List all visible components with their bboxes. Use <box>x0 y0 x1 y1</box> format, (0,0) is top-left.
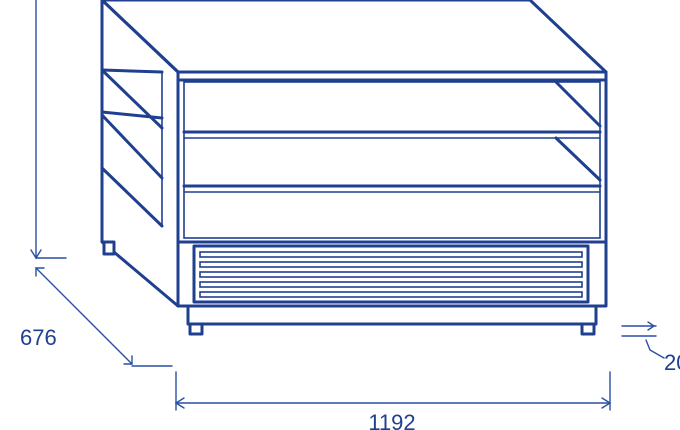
depth-dimension-label: 676 <box>20 325 57 350</box>
depth-arrow-start-icon <box>35 267 45 277</box>
width-arrow-right-icon <box>601 397 612 409</box>
grille-slat <box>199 251 583 258</box>
grille-slat <box>199 261 583 268</box>
foot-rear-left <box>102 240 116 256</box>
foot-leader-line <box>645 339 665 359</box>
side-shelf-1-top <box>100 110 164 120</box>
cabinet <box>100 0 608 336</box>
grille-slat <box>199 291 583 298</box>
foot-dimension-label: 20 <box>664 350 680 375</box>
side-shelf-top-edge <box>100 68 164 74</box>
ventilation-grille <box>192 244 590 304</box>
side-shelf-3 <box>100 166 164 228</box>
depth-arrow-end-icon <box>123 355 133 365</box>
cabinet-top-cover <box>100 0 608 74</box>
shelf-1-back-diagonal <box>554 80 602 128</box>
cabinet-plinth <box>186 304 598 326</box>
side-shelf-2 <box>100 113 164 180</box>
foot-arrow-icon <box>647 321 656 331</box>
shelf-2-back-diagonal <box>554 136 602 182</box>
display-glass-area <box>183 81 601 239</box>
display-front-frame <box>176 70 608 244</box>
width-dimension-label: 1192 <box>368 410 415 430</box>
depth-dimension-line <box>35 267 133 365</box>
foot-front-left <box>188 322 204 336</box>
width-arrow-left-icon <box>174 397 185 409</box>
dimension-lines <box>30 0 665 411</box>
foot-front-right <box>580 322 596 336</box>
side-shelf-1 <box>100 68 164 130</box>
grille-slat <box>199 281 583 288</box>
grille-slat <box>199 271 583 278</box>
